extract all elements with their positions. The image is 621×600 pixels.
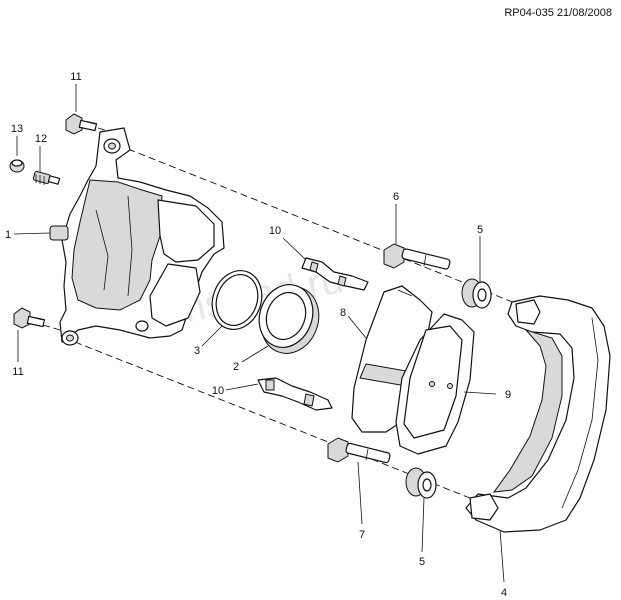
- piston-seal: [211, 270, 263, 330]
- leader-3: [201, 325, 223, 347]
- callout-9: 9: [505, 389, 511, 401]
- bleeder-cap: [9, 159, 25, 173]
- callout-7: 7: [359, 529, 365, 541]
- leader-2: [241, 345, 269, 363]
- upper-assembly-axis: [117, 144, 521, 306]
- callout-8: 8: [340, 307, 346, 319]
- upper-anti-rattle-clip: [301, 257, 369, 291]
- callout-5-top: 5: [477, 224, 483, 236]
- caliper-carrier: [465, 295, 611, 533]
- reference-code: RP04-035 21/08/2008: [504, 7, 612, 19]
- callout-4: 4: [501, 587, 507, 599]
- callout-12: 12: [35, 133, 47, 145]
- callout-11-top: 11: [70, 71, 81, 83]
- leader-8: [347, 315, 367, 339]
- leader-10-bottom: [225, 383, 259, 391]
- callout-11-bottom: 11: [12, 366, 23, 378]
- leader-7: [357, 461, 363, 525]
- callout-6: 6: [393, 191, 399, 203]
- lower-guide-pin: [327, 437, 391, 464]
- piston: [258, 284, 320, 354]
- callout-10-bottom: 10: [212, 385, 224, 397]
- upper-guide-bolt: [65, 113, 98, 135]
- callout-10-top: 10: [269, 225, 281, 237]
- leader-1: [13, 232, 51, 235]
- callout-3: 3: [194, 345, 200, 357]
- lower-bolt-axis: [42, 324, 61, 331]
- callout-5-bottom: 5: [419, 556, 425, 568]
- lower-assembly-axis: [74, 341, 471, 499]
- bleeder-screw: [32, 171, 61, 185]
- caliper-housing: [49, 127, 225, 346]
- callout-13: 13: [11, 123, 23, 135]
- outer-brake-pad: [395, 313, 475, 455]
- lower-anti-rattle-clip: [257, 377, 333, 411]
- lower-guide-pin-boot: [405, 467, 437, 499]
- leader-4: [499, 529, 505, 583]
- leader-9: [463, 391, 497, 395]
- leader-10-top: [282, 237, 307, 261]
- leader-5-bottom: [421, 497, 425, 553]
- upper-guide-pin-boot: [461, 278, 492, 309]
- callout-1: 1: [5, 229, 11, 241]
- callout-2: 2: [233, 361, 239, 373]
- lower-guide-bolt: [13, 307, 46, 329]
- upper-guide-pin: [383, 243, 451, 270]
